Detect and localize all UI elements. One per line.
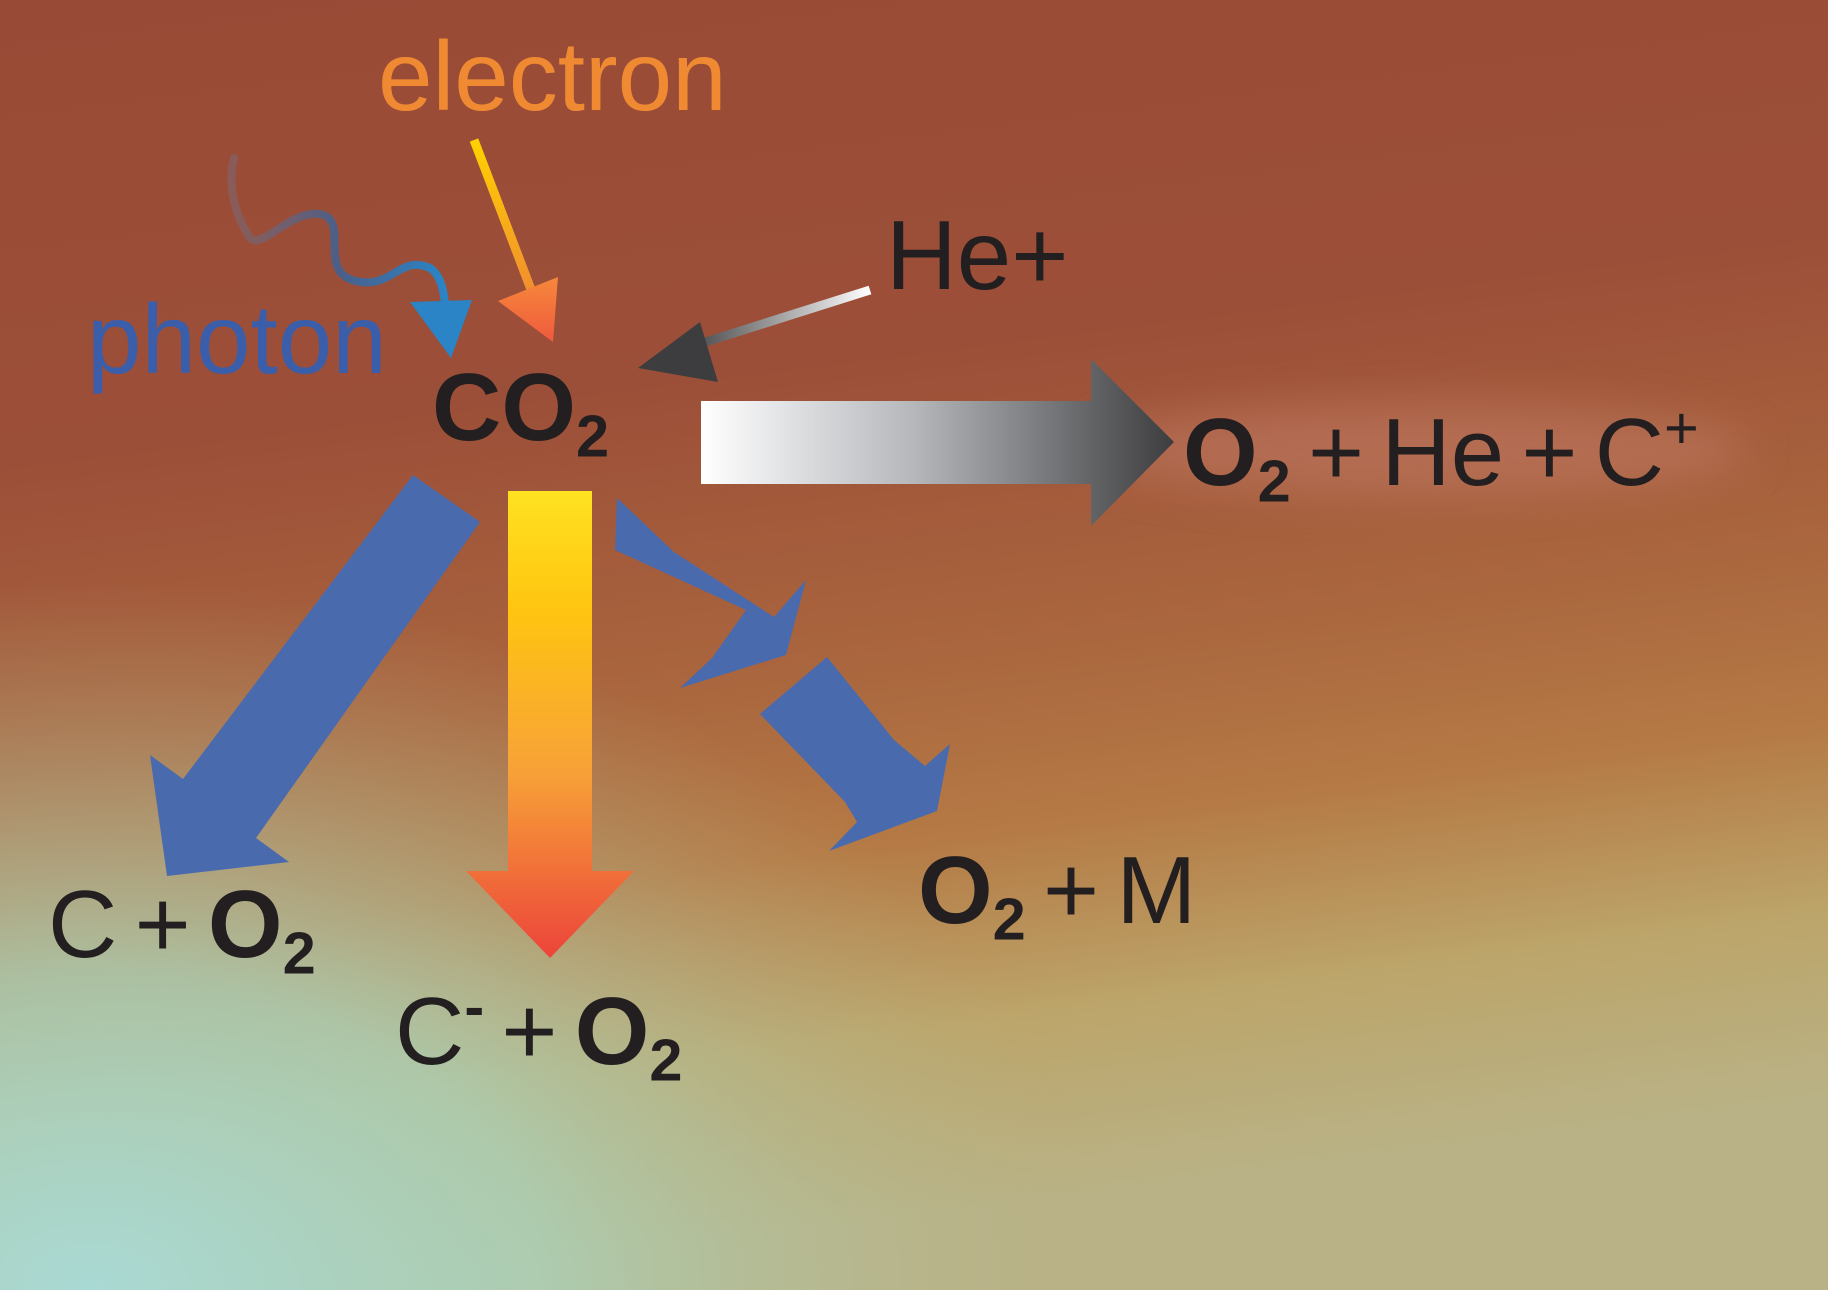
he-symbol: He (1381, 398, 1505, 506)
photon-reaction-arrow-right-lower-icon (760, 657, 950, 851)
he-reaction-arrow-icon (701, 359, 1174, 526)
m-symbol: M (1116, 837, 1197, 944)
o2-symbol: O (918, 837, 993, 944)
c-symbol: C (48, 871, 118, 978)
c-charge: - (464, 973, 485, 1040)
electron-label: electron (378, 21, 727, 131)
co2-symbol: CO (432, 354, 576, 461)
plus-sign: + (1043, 837, 1100, 944)
product-c-o2: C+O2 (48, 877, 316, 983)
co2-reactant: CO2 (432, 360, 609, 466)
c-symbol: C (1594, 398, 1665, 506)
o2-subscript: 2 (649, 1026, 683, 1094)
o2-symbol: O (207, 871, 283, 978)
electron-arrow-icon (469, 138, 558, 342)
electron-reaction-arrow-icon (466, 491, 634, 958)
product-c-minus-o2: C-+O2 (395, 977, 683, 1090)
c-symbol: C (395, 977, 465, 1085)
photon-label: photon (87, 284, 387, 394)
he-plus-arrow-icon (638, 285, 872, 382)
plus-sign: + (1521, 398, 1578, 506)
photon-reaction-arrow-left-icon (150, 475, 480, 876)
he-plus-label: He+ (886, 200, 1069, 310)
o2-subscript: 2 (282, 919, 316, 987)
plus-sign: + (134, 871, 191, 978)
product-o2-he-c-plus: O2+He+C+ (1183, 398, 1699, 511)
co2-subscript: 2 (576, 402, 610, 470)
o2-subscript: 2 (992, 885, 1026, 953)
photon-reaction-arrow-right-upper-icon (615, 498, 806, 688)
product-o2-m: O2+M (918, 843, 1196, 949)
o2-subscript: 2 (1257, 447, 1291, 515)
plus-sign: + (501, 977, 558, 1085)
o2-symbol: O (1183, 398, 1258, 506)
c-charge: + (1664, 394, 1699, 461)
plus-sign: + (1308, 398, 1365, 506)
o2-symbol: O (574, 977, 650, 1085)
photon-wavy-arrow-icon (227, 154, 472, 358)
